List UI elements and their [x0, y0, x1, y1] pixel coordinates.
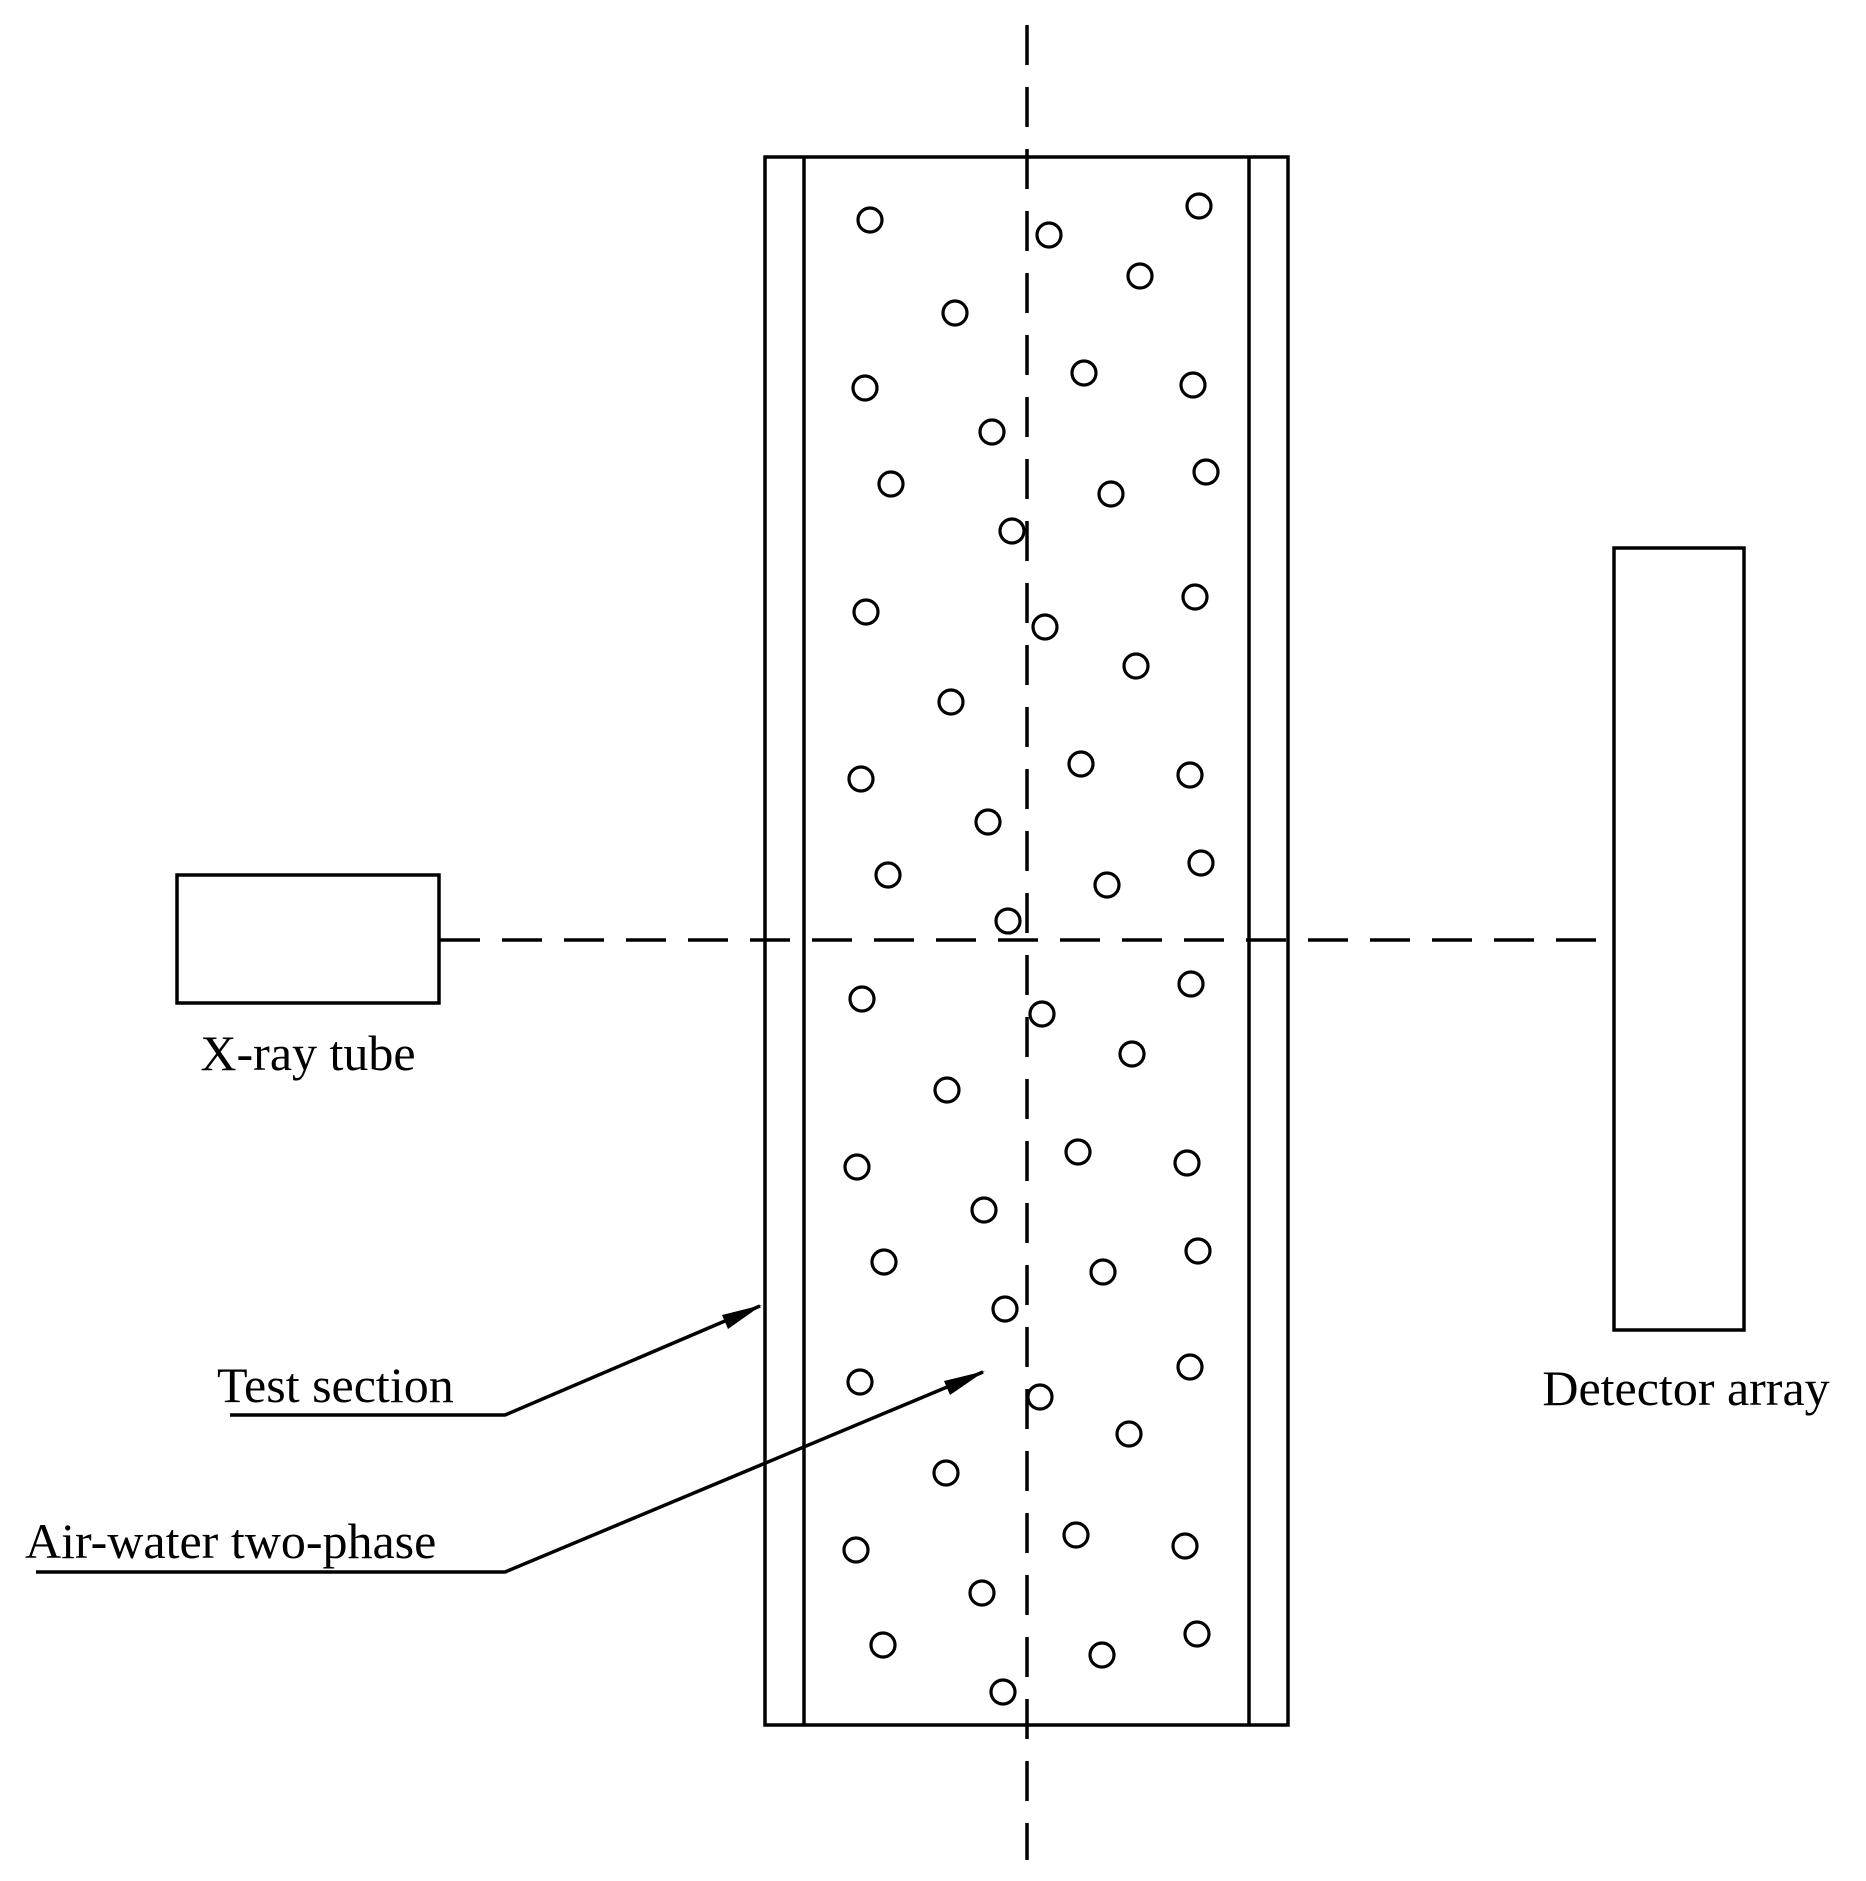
air-bubble	[1031, 613, 1059, 641]
air-bubble	[1035, 221, 1063, 249]
air-bubble	[1064, 1138, 1092, 1166]
test-section-leader-line	[230, 1304, 761, 1417]
air-bubble	[1171, 1532, 1199, 1560]
air-bubble	[991, 1295, 1019, 1323]
air-bubble	[1067, 750, 1095, 778]
air-bubble	[847, 765, 875, 793]
air-bubble	[941, 299, 969, 327]
air-bubble	[856, 206, 884, 234]
air-bubble	[1176, 761, 1204, 789]
xray-tube-label: X-ray tube	[200, 1025, 415, 1081]
detector-array-label: Detector array	[1542, 1360, 1829, 1416]
xray-tube-box	[175, 873, 441, 1005]
air-bubble	[842, 1536, 870, 1564]
air-bubble	[846, 1368, 874, 1396]
air-bubble	[1115, 1420, 1143, 1448]
air-bubble	[1122, 652, 1150, 680]
air-bubble	[1026, 1383, 1054, 1411]
air-bubble	[1181, 583, 1209, 611]
air-water-leader-line	[36, 1370, 984, 1574]
air-bubble	[1192, 458, 1220, 486]
air-bubble	[851, 374, 879, 402]
air-bubble	[1028, 1000, 1056, 1028]
air-bubble	[1118, 1040, 1146, 1068]
air-bubble	[998, 517, 1026, 545]
air-bubble	[1062, 1521, 1090, 1549]
air-bubbles	[842, 192, 1220, 1706]
air-bubble	[1070, 359, 1098, 387]
air-bubble	[1088, 1641, 1116, 1669]
air-bubble	[848, 985, 876, 1013]
air-bubble	[1089, 1258, 1117, 1286]
air-bubble	[877, 470, 905, 498]
air-bubble	[1185, 192, 1213, 220]
air-bubble	[874, 861, 902, 889]
air-bubble	[1126, 262, 1154, 290]
air-bubble	[1179, 371, 1207, 399]
air-water-label: Air-water two-phase	[25, 1513, 436, 1569]
air-bubble	[870, 1248, 898, 1276]
air-bubble	[1176, 1353, 1204, 1381]
air-water-arrowhead	[944, 1371, 985, 1395]
air-bubble	[1187, 849, 1215, 877]
air-bubble	[1177, 970, 1205, 998]
air-bubble	[970, 1196, 998, 1224]
air-bubble	[974, 808, 1002, 836]
air-bubble	[994, 907, 1022, 935]
air-bubble	[978, 418, 1006, 446]
air-bubble	[933, 1076, 961, 1104]
air-bubble	[1093, 871, 1121, 899]
test-section-label: Test section	[217, 1357, 454, 1413]
air-bubble	[968, 1579, 996, 1607]
air-bubble	[843, 1153, 871, 1181]
air-bubble	[989, 1678, 1017, 1706]
air-bubble	[852, 598, 880, 626]
air-bubble	[1184, 1237, 1212, 1265]
air-bubble	[1173, 1149, 1201, 1177]
air-bubble	[932, 1459, 960, 1487]
air-bubble	[1097, 480, 1125, 508]
air-bubble	[869, 1631, 897, 1659]
detector-array-box	[1612, 546, 1746, 1332]
air-bubble	[1183, 1620, 1211, 1648]
air-bubble	[937, 688, 965, 716]
test-section-arrowhead	[722, 1305, 762, 1329]
